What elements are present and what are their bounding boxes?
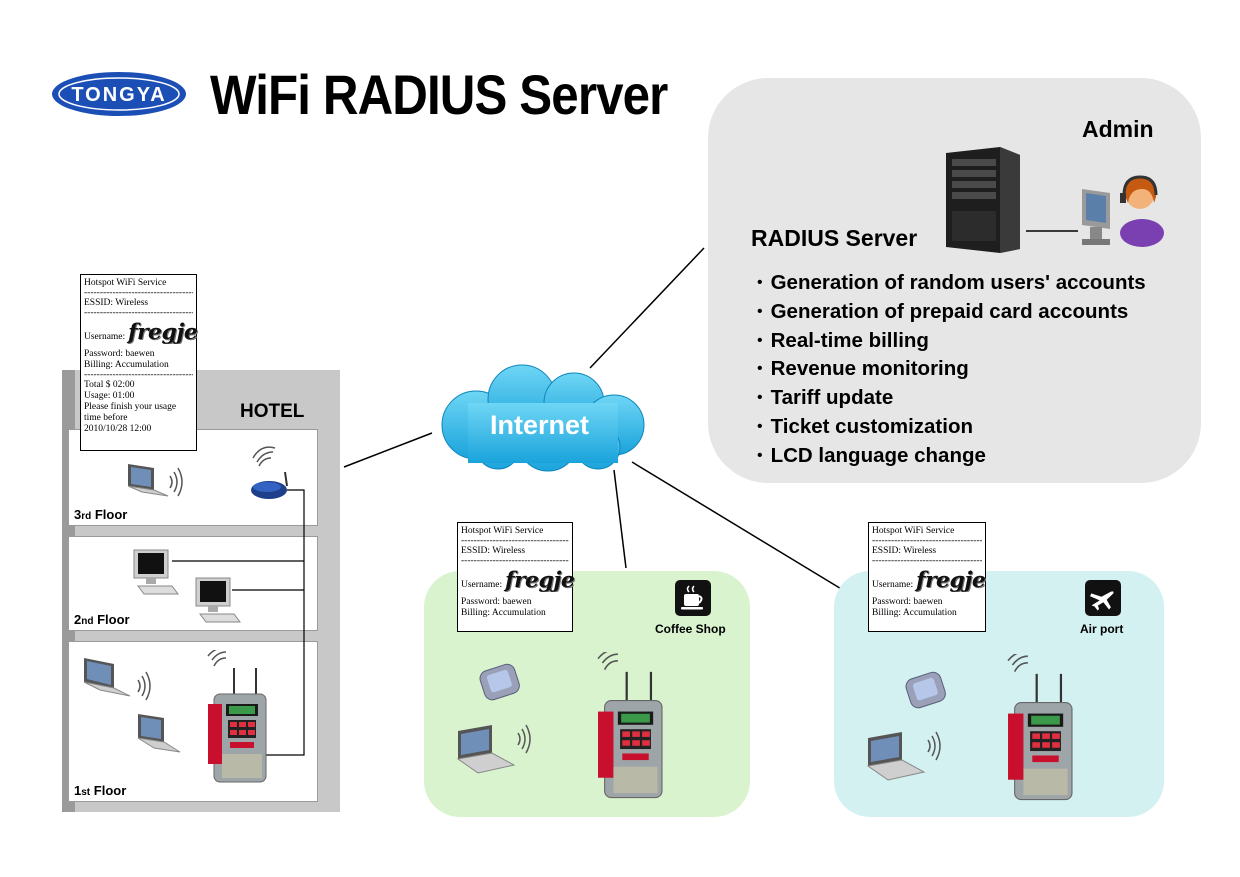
feature-item: Real-time billing [757,328,1146,357]
ticket-divider: ---------------------------------------- [84,371,193,380]
admin-link-line [1026,230,1078,232]
ticket-password: Password: baewen [872,597,943,607]
ticket-billing: Billing: Accumulation [84,360,169,370]
wifi-ticket-airport: Hotspot WiFi Service -------------------… [868,522,986,632]
feature-item: Tariff update [757,385,1146,414]
floor-label-1: 1st Floor [74,783,127,798]
wifi-ticket-hotel: Hotspot WiFi Service -------------------… [80,274,198,451]
floor-label-3: 3rd Floor [74,507,128,522]
feature-list: Generation of random users' accounts Gen… [757,270,1146,472]
airplane-icon [1085,580,1121,616]
internet-label: Internet [490,410,590,440]
feature-item: Generation of prepaid card accounts [757,299,1146,328]
ticket-divider: ---------------------------------------- [461,557,569,566]
laptop-icon [137,714,181,753]
admin-label: Admin [1082,116,1154,142]
ticket-username-value: fregje [505,567,575,592]
coffee-cup-icon [675,580,711,616]
ticket-kiosk-icon [597,652,663,799]
ticket-essid: ESSID: Wireless [872,546,937,556]
laptop-icon [456,724,531,774]
feature-item: Generation of random users' accounts [757,270,1146,299]
ticket-kiosk-icon [207,650,267,783]
link-internet-server [589,247,705,369]
wifi-ticket-coffee-shop: Hotspot WiFi Service -------------------… [457,522,575,632]
floor-label-2: 2nd Floor [74,612,130,627]
ticket-password: Password: baewen [84,349,155,359]
internet-cloud-icon [441,364,645,472]
laptop-icon [83,658,151,701]
server-tower-icon [946,147,1020,253]
ticket-total: Total $ 02:00 [84,380,135,390]
desktop-computer-icon [195,577,241,623]
ticket-note: Please finish your usage [84,402,177,412]
wireless-router-icon [251,446,288,499]
hotel-label: HOTEL [240,401,305,422]
feature-item: LCD language change [757,443,1146,472]
ticket-service: Hotspot WiFi Service [872,526,955,536]
svg-text:TONGYA: TONGYA [71,84,166,106]
ticket-divider: ---------------------------------------- [872,537,982,546]
feature-item: Ticket customization [757,414,1146,443]
ticket-username-row: Username: fregje [872,567,986,592]
radius-server-label: RADIUS Server [751,225,918,251]
ticket-usage: Usage: 01:00 [84,391,135,401]
airport-label: Air port [1080,622,1124,636]
ticket-divider: ---------------------------------------- [872,557,982,566]
ticket-username-value: fregje [916,567,986,592]
ticket-billing: Billing: Accumulation [461,608,546,618]
tongya-logo: TONGYA [52,72,186,116]
ticket-note: time before [84,413,128,423]
link-internet-airport [631,461,844,591]
coffee-shop-label: Coffee Shop [655,622,726,636]
ticket-service: Hotspot WiFi Service [461,526,544,536]
ticket-username-label: Username: [872,580,914,590]
ticket-billing: Billing: Accumulation [872,608,957,618]
ticket-divider: ---------------------------------------- [84,309,193,318]
ticket-kiosk-icon [1007,654,1073,801]
link-internet-coffee [613,469,627,569]
page-title: WiFi RADIUS Server [210,63,668,126]
ticket-username-row: Username: fregje [84,321,198,343]
feature-item: Revenue monitoring [757,356,1146,385]
ticket-username-row: Username: fregje [461,569,575,591]
link-internet-hotel [343,432,433,468]
ticket-password: Password: baewen [461,597,532,607]
tablet-device-icon [479,663,520,701]
ticket-divider: ---------------------------------------- [84,289,193,298]
laptop-icon [127,464,183,497]
tablet-device-icon [905,671,946,709]
ticket-divider: ---------------------------------------- [461,537,569,546]
desktop-computer-icon [133,549,179,595]
admin-workstation-icon [1082,175,1164,247]
ticket-username-value: fregje [128,319,198,344]
ticket-username-label: Username: [461,580,503,590]
ticket-service: Hotspot WiFi Service [84,278,167,288]
ticket-essid: ESSID: Wireless [84,298,149,308]
laptop-icon [866,731,941,781]
ticket-deadline: 2010/10/28 12:00 [84,424,152,434]
ticket-username-label: Username: [84,332,126,342]
ticket-essid: ESSID: Wireless [461,546,526,556]
